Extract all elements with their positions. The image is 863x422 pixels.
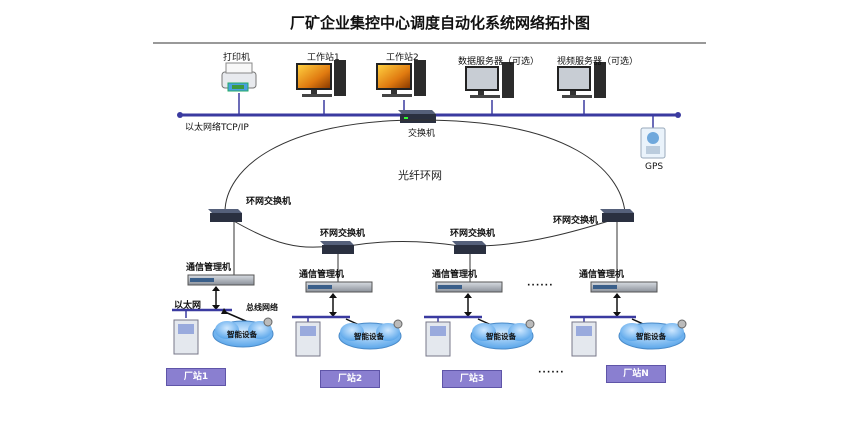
station-1-group <box>172 286 274 355</box>
core-switch-label: 交换机 <box>408 129 436 139</box>
switch-to-manager-lines <box>233 222 618 282</box>
station-n-group <box>570 293 687 357</box>
smart-device-4-label: 智能设备 <box>636 332 666 341</box>
comm-manager-1-label: 通信管理机 <box>186 263 232 273</box>
comm-manager-4-label: 通信管理机 <box>579 270 625 280</box>
ethernet-bus-label: 以太网络TCP/IP <box>185 123 249 133</box>
video-server-label: 视频服务器（可选） <box>557 57 639 67</box>
ring-switch-2-label: 环网交换机 <box>320 229 366 239</box>
ring-switch-4-icon <box>600 209 634 222</box>
fiber-ring-label: 光纤环网 <box>398 169 442 182</box>
station-3-group <box>424 293 535 357</box>
comm-manager-4-icon <box>590 281 658 293</box>
data-server-label: 数据服务器（可选） <box>458 57 540 67</box>
smart-device-1-label: 智能设备 <box>227 330 257 339</box>
comm-manager-1-icon <box>187 274 255 286</box>
ring-switch-3-label: 环网交换机 <box>450 229 496 239</box>
station-n-badge: 厂站N <box>606 365 666 383</box>
core-switch-icon <box>398 110 436 123</box>
fiber-ring-right <box>419 119 626 213</box>
comm-manager-2-label: 通信管理机 <box>299 270 345 280</box>
ring-switch-1-label: 环网交换机 <box>246 197 292 207</box>
gps-label: GPS <box>645 162 664 172</box>
ring-switch-2-icon <box>320 241 354 254</box>
ring-seg-1 <box>231 219 331 248</box>
station-1-badge: 厂站1 <box>166 368 226 386</box>
comm-manager-3-icon <box>435 281 503 293</box>
comm-manager-3-label: 通信管理机 <box>432 270 478 280</box>
ring-switch-1-icon <box>208 209 242 222</box>
printer-label: 打印机 <box>223 53 251 63</box>
ellipsis-bottom: ······ <box>538 368 565 378</box>
bus-drops <box>238 93 654 128</box>
bus-network-label: 总线网络 <box>246 303 278 312</box>
workstation1-icon <box>296 60 346 97</box>
fiber-ring-left <box>224 119 421 213</box>
data-server-icon <box>465 62 514 98</box>
ring-switch-3-icon <box>452 241 486 254</box>
bus-end-left <box>177 112 183 118</box>
workstation2-label: 工作站2 <box>386 53 419 63</box>
ring-seg-2 <box>347 241 461 247</box>
workstation2-icon <box>376 60 426 97</box>
bus-end-right <box>675 112 681 118</box>
workstation1-label: 工作站1 <box>307 53 340 63</box>
diagram-title: 厂矿企业集控中心调度自动化系统网络拓扑图 <box>289 14 590 32</box>
smart-device-2-label: 智能设备 <box>354 332 384 341</box>
ring-switch-4-label: 环网交换机 <box>553 216 599 226</box>
video-server-icon <box>557 62 606 98</box>
ellipsis-top: ······ <box>527 281 554 291</box>
smart-device-3-label: 智能设备 <box>486 332 516 341</box>
station-3-badge: 厂站3 <box>442 370 502 388</box>
ring-seg-3 <box>477 219 613 247</box>
printer-icon <box>221 62 257 92</box>
station-2-badge: 厂站2 <box>320 370 380 388</box>
gps-icon <box>640 127 666 159</box>
station-ethernet-label: 以太网 <box>174 301 202 311</box>
station-2-group <box>292 293 403 357</box>
comm-manager-2-icon <box>305 281 373 293</box>
